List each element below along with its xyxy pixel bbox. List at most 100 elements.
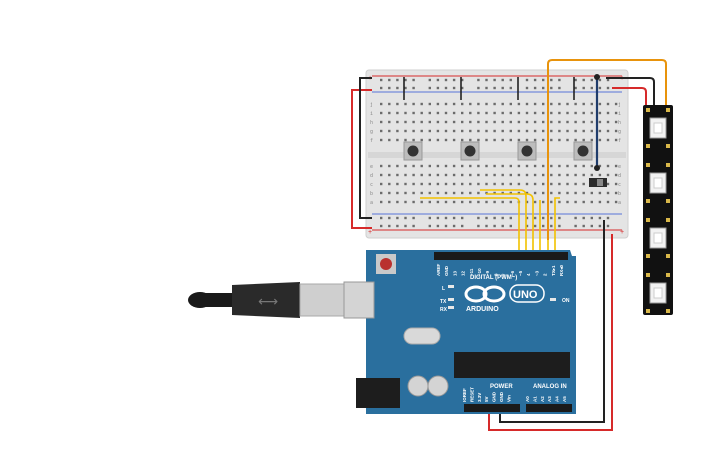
breadboard-hole[interactable] — [461, 216, 464, 220]
breadboard-hole[interactable] — [420, 111, 423, 115]
breadboard-hole[interactable] — [396, 200, 399, 204]
breadboard-hole[interactable] — [590, 111, 593, 115]
breadboard-hole[interactable] — [614, 200, 618, 204]
breadboard-hole[interactable] — [388, 164, 391, 168]
breadboard-hole[interactable] — [533, 102, 537, 106]
breadboard-hole[interactable] — [558, 224, 561, 228]
breadboard-hole[interactable] — [509, 138, 512, 142]
breadboard-hole[interactable] — [550, 191, 553, 195]
breadboard-hole[interactable] — [566, 129, 569, 133]
breadboard-hole[interactable] — [412, 191, 415, 195]
header-analog[interactable] — [526, 404, 572, 412]
breadboard-hole[interactable] — [550, 102, 553, 106]
breadboard-hole[interactable] — [574, 191, 577, 195]
breadboard-hole[interactable] — [485, 182, 488, 186]
breadboard-hole[interactable] — [412, 102, 415, 106]
breadboard-hole[interactable] — [404, 78, 407, 82]
breadboard-hole[interactable] — [574, 200, 577, 204]
breadboard-hole[interactable] — [477, 200, 480, 204]
breadboard-hole[interactable] — [582, 224, 585, 228]
breadboard-hole[interactable] — [517, 120, 521, 124]
breadboard-hole[interactable] — [558, 191, 561, 195]
breadboard-hole[interactable] — [509, 78, 512, 82]
neopixel-strip[interactable] — [643, 105, 673, 315]
breadboard-hole[interactable] — [525, 86, 529, 90]
breadboard-hole[interactable] — [582, 164, 585, 168]
breadboard-hole[interactable] — [420, 102, 423, 106]
breadboard-hole[interactable] — [606, 138, 610, 142]
breadboard-hole[interactable] — [606, 224, 610, 228]
breadboard-hole[interactable] — [501, 216, 504, 220]
breadboard-hole[interactable] — [493, 138, 496, 142]
breadboard-hole[interactable] — [412, 129, 415, 133]
breadboard-hole[interactable] — [452, 78, 456, 82]
breadboard-hole[interactable] — [428, 120, 431, 124]
breadboard-hole[interactable] — [550, 224, 553, 228]
breadboard-hole[interactable] — [582, 129, 585, 133]
breadboard-hole[interactable] — [485, 224, 488, 228]
breadboard-hole[interactable] — [501, 138, 504, 142]
breadboard-hole[interactable] — [517, 164, 521, 168]
breadboard-hole[interactable] — [428, 224, 431, 228]
breadboard-hole[interactable] — [436, 191, 440, 195]
breadboard-hole[interactable] — [428, 86, 431, 90]
breadboard-hole[interactable] — [525, 111, 529, 115]
breadboard-hole[interactable] — [550, 200, 553, 204]
breadboard-hole[interactable] — [404, 216, 407, 220]
breadboard-hole[interactable] — [388, 138, 391, 142]
breadboard-hole[interactable] — [396, 78, 399, 82]
breadboard-hole[interactable] — [501, 78, 504, 82]
breadboard-hole[interactable] — [501, 200, 504, 204]
breadboard-hole[interactable] — [428, 200, 431, 204]
breadboard-hole[interactable] — [380, 182, 383, 186]
breadboard-hole[interactable] — [509, 182, 512, 186]
breadboard-hole[interactable] — [444, 129, 448, 133]
button-ground-wires[interactable] — [403, 77, 575, 100]
breadboard-hole[interactable] — [444, 78, 448, 82]
breadboard-hole[interactable] — [525, 102, 529, 106]
breadboard-hole[interactable] — [558, 78, 561, 82]
breadboard-hole[interactable] — [420, 182, 423, 186]
breadboard-hole[interactable] — [404, 200, 407, 204]
breadboard-hole[interactable] — [396, 138, 399, 142]
breadboard-hole[interactable] — [436, 138, 440, 142]
breadboard-hole[interactable] — [550, 182, 553, 186]
breadboard-hole[interactable] — [566, 200, 569, 204]
breadboard-hole[interactable] — [590, 224, 593, 228]
breadboard-hole[interactable] — [461, 200, 464, 204]
breadboard-hole[interactable] — [380, 102, 383, 106]
breadboard-hole[interactable] — [436, 173, 440, 177]
breadboard-hole[interactable] — [501, 111, 504, 115]
breadboard-hole[interactable] — [436, 111, 440, 115]
breadboard-hole[interactable] — [509, 86, 512, 90]
breadboard-hole[interactable] — [598, 102, 602, 106]
breadboard-hole[interactable] — [590, 216, 593, 220]
breadboard-hole[interactable] — [493, 173, 496, 177]
breadboard-hole[interactable] — [606, 216, 610, 220]
breadboard-hole[interactable] — [566, 102, 569, 106]
breadboard-hole[interactable] — [558, 182, 561, 186]
breadboard-hole[interactable] — [574, 182, 577, 186]
breadboard-hole[interactable] — [574, 86, 577, 90]
breadboard-hole[interactable] — [412, 78, 415, 82]
breadboard-hole[interactable] — [452, 200, 456, 204]
breadboard-hole[interactable] — [590, 191, 593, 195]
breadboard-hole[interactable] — [550, 216, 553, 220]
breadboard-hole[interactable] — [380, 111, 383, 115]
breadboard-hole[interactable] — [509, 102, 512, 106]
breadboard-hole[interactable] — [525, 191, 529, 195]
breadboard-hole[interactable] — [469, 111, 472, 115]
breadboard-hole[interactable] — [542, 86, 545, 90]
breadboard-hole[interactable] — [550, 86, 553, 90]
pushbutton-1[interactable] — [403, 141, 423, 161]
breadboard-hole[interactable] — [550, 164, 553, 168]
breadboard-hole[interactable] — [606, 191, 610, 195]
breadboard-hole[interactable] — [428, 78, 431, 82]
breadboard-hole[interactable] — [614, 120, 618, 124]
breadboard-hole[interactable] — [590, 78, 593, 82]
breadboard-hole[interactable] — [412, 120, 415, 124]
breadboard-hole[interactable] — [436, 200, 440, 204]
breadboard-hole[interactable] — [444, 173, 448, 177]
breadboard-hole[interactable] — [452, 120, 456, 124]
breadboard-hole[interactable] — [477, 216, 480, 220]
